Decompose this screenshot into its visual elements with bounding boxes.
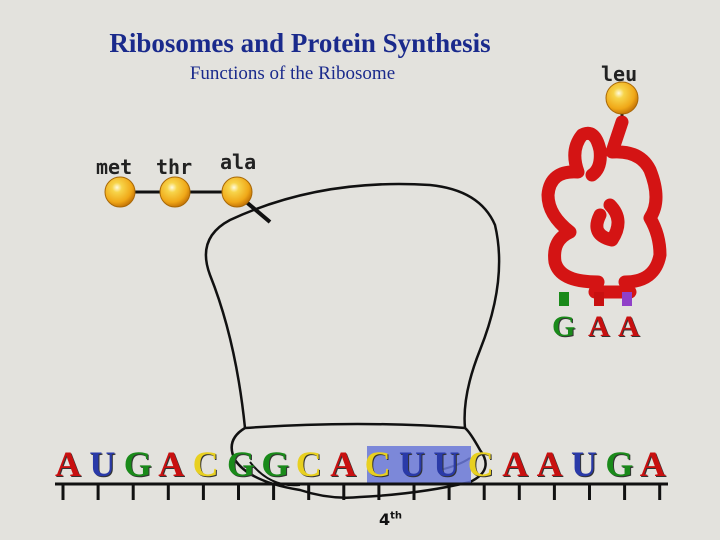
ala-amino-acid-ball — [221, 176, 253, 208]
mrna-base: G — [123, 444, 152, 484]
mrna-base: C — [295, 444, 322, 484]
anticodon-base: A — [618, 310, 640, 343]
anticodon-base: G — [552, 310, 576, 343]
amino-acid-label-ala: ala — [220, 150, 257, 174]
mrna-base: U — [399, 444, 425, 484]
trna-cloverleaf — [541, 115, 667, 299]
anticodon-stub-g — [559, 292, 569, 306]
mrna-base: G — [227, 444, 256, 484]
amino-acid-label-leu: leu — [601, 62, 638, 86]
anticodon-base: A — [588, 310, 610, 343]
met-amino-acid-ball — [104, 176, 136, 208]
mrna-base: C — [467, 444, 494, 484]
thr-amino-acid-ball — [159, 176, 191, 208]
amino-acid-label-met: met — [96, 155, 133, 179]
mrna-base: A — [536, 444, 563, 484]
ribosome-large-subunit — [204, 182, 501, 429]
page-title: Ribosomes and Protein Synthesis — [109, 28, 491, 58]
mrna-base: A — [330, 444, 357, 484]
anticodon-stub-a2 — [622, 292, 632, 306]
mrna-base: A — [639, 444, 666, 484]
codon-highlight — [367, 446, 471, 484]
page-subtitle: Functions of the Ribosome — [189, 63, 396, 84]
mrna-base: A — [502, 444, 529, 484]
mrna-base: A — [158, 444, 185, 484]
ribosome-small-subunit — [230, 422, 487, 499]
mrna-base: U — [433, 444, 460, 484]
anticodon-stub-a — [594, 292, 604, 306]
amino-acid-label-thr: thr — [156, 155, 193, 179]
mrna-base: C — [364, 444, 391, 484]
mrna-base: U — [571, 444, 597, 484]
mrna-base: C — [192, 444, 219, 484]
mrna-base: A — [55, 444, 81, 484]
leu-amino-acid-ball — [605, 81, 639, 115]
mrna-base: G — [605, 444, 634, 484]
mrna-base: G — [261, 444, 290, 484]
mrna-base: U — [89, 444, 116, 484]
mrna-ticks — [61, 484, 662, 500]
codon-position-label: 4th — [379, 510, 403, 529]
